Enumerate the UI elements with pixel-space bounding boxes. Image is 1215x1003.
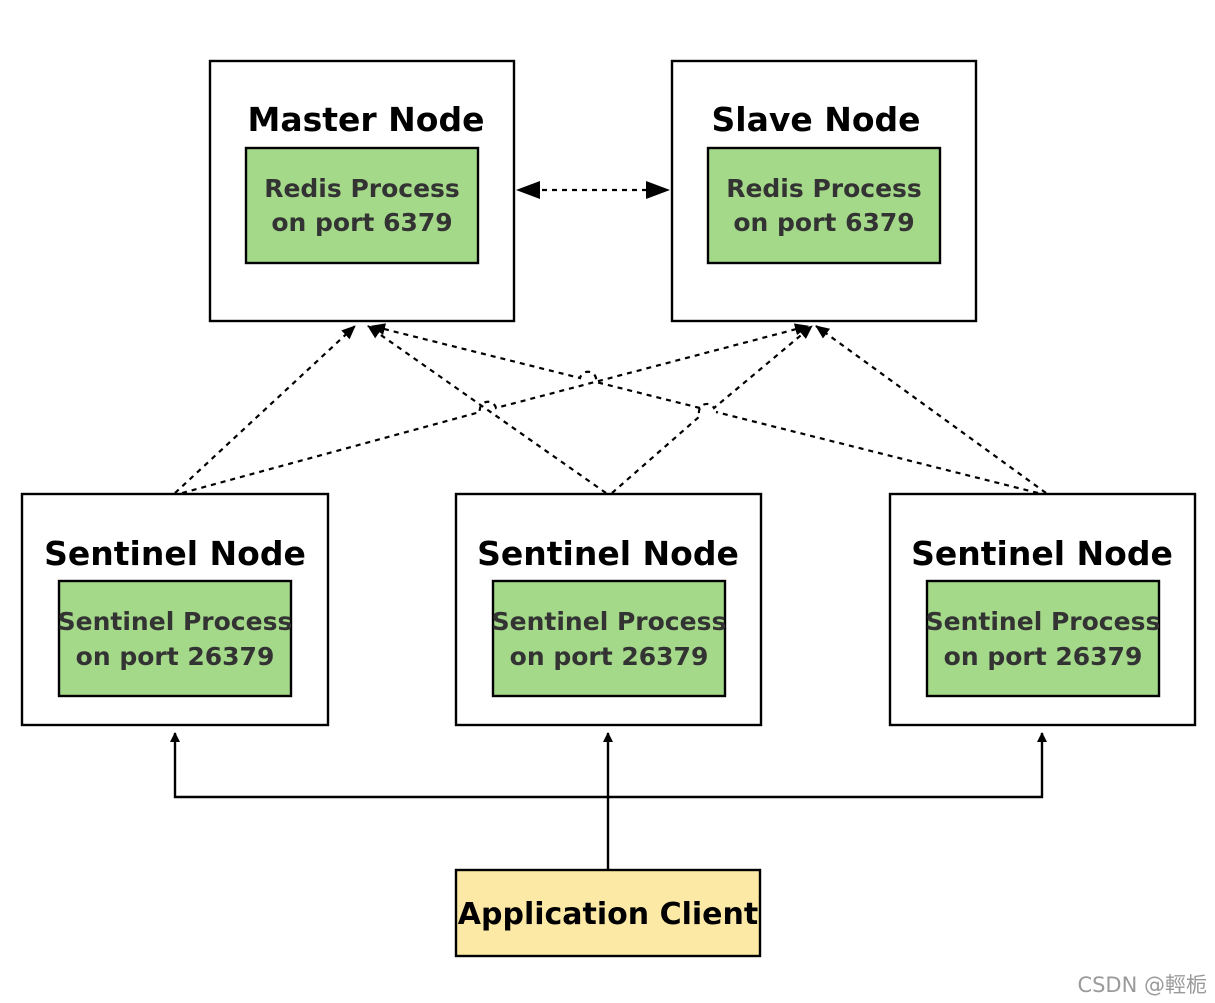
link-sentinel1-slave xyxy=(181,323,809,495)
slave-node-title: Slave Node xyxy=(711,100,920,139)
link-sentinel1-master xyxy=(174,325,356,494)
sentinel-1-process-line1: Sentinel Process xyxy=(58,607,293,636)
replication-link xyxy=(516,181,670,199)
link-sentinel3-master xyxy=(372,326,1039,495)
link-sentinel2-slave xyxy=(611,325,813,494)
sentinel-3-process xyxy=(925,579,1161,698)
master-process-line2: on port 6379 xyxy=(271,208,452,237)
sentinel-2-title: Sentinel Node xyxy=(477,534,739,573)
sentinel-node-3: Sentinel Node Sentinel Process on port 2… xyxy=(888,492,1197,727)
master-node-title: Master Node xyxy=(248,100,485,139)
client-links xyxy=(170,732,1047,869)
sentinel-node-2: Sentinel Node Sentinel Process on port 2… xyxy=(454,492,763,727)
sentinel-3-process-line2: on port 26379 xyxy=(944,642,1143,671)
sentinel-1-process-line2: on port 26379 xyxy=(76,642,275,671)
application-client: Application Client xyxy=(454,868,762,958)
master-node: Master Node Redis Process on port 6379 xyxy=(208,59,516,323)
slave-process-line1: Redis Process xyxy=(726,174,922,203)
sentinel-2-process-line2: on port 26379 xyxy=(510,642,709,671)
sentinel-1-process xyxy=(57,579,293,698)
master-redis-process xyxy=(244,146,480,265)
sentinel-3-process-line1: Sentinel Process xyxy=(926,607,1161,636)
sentinel-1-title: Sentinel Node xyxy=(44,534,306,573)
replication-arrow-left xyxy=(516,181,540,199)
watermark: CSDN @輕栀 xyxy=(1077,973,1207,997)
slave-node: Slave Node Redis Process on port 6379 xyxy=(670,59,978,323)
sentinel-monitor-links xyxy=(174,323,1047,495)
slave-process-line2: on port 6379 xyxy=(733,208,914,237)
link-sentinel2-master xyxy=(367,325,607,494)
client-link-left xyxy=(170,732,608,799)
sentinel-3-title: Sentinel Node xyxy=(911,534,1173,573)
link-sentinel3-slave xyxy=(815,325,1047,494)
slave-redis-process xyxy=(706,146,942,265)
replication-arrow-right xyxy=(646,181,670,199)
client-link-right xyxy=(608,732,1047,799)
sentinel-node-1: Sentinel Node Sentinel Process on port 2… xyxy=(20,492,330,727)
master-process-line1: Redis Process xyxy=(264,174,460,203)
sentinel-2-process xyxy=(491,579,727,698)
application-client-label: Application Client xyxy=(458,897,758,932)
sentinel-2-process-line1: Sentinel Process xyxy=(492,607,727,636)
